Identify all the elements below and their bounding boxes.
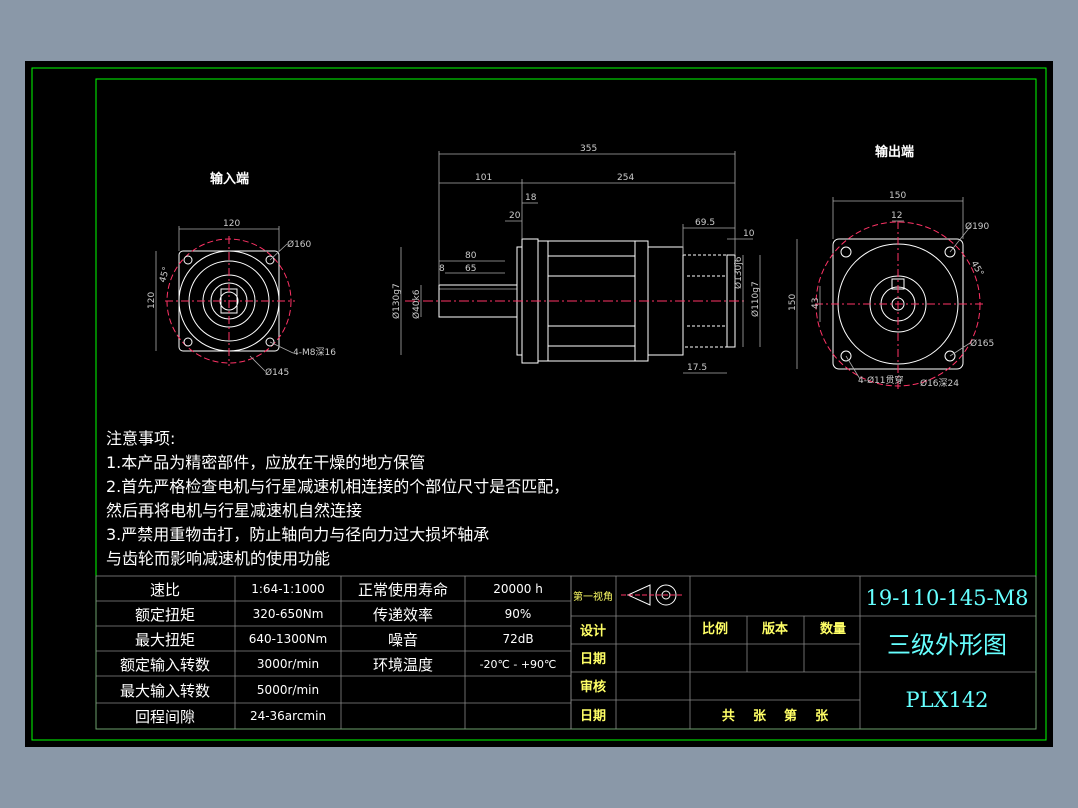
note-line-1: 1.本产品为精密部件，应放在干燥的地方保管 [106,453,425,472]
input-hole-bl [183,337,193,347]
input-dim-120v: 120 [147,292,157,309]
dim-20: 20 [509,211,521,221]
output-dim-45: 45° [968,260,985,279]
notes-title: 注意事项: [106,429,175,448]
body-rib-top [547,255,636,277]
spec-table: 速比 1:64-1:1000 正常使用寿命 20000 h 额定扭矩 320-6… [95,575,572,730]
output-dim-16: Ø16深24 [920,378,959,389]
output-dim-165: Ø165 [970,338,994,349]
output-hole-br [944,350,956,362]
spec-value2-1: 20000 h [493,582,543,596]
body-rib-bottom [547,325,636,347]
dim-10: 10 [743,229,755,239]
side-view: 355 101 254 18 20 69.5 10 80 65 8 17.5 Ø… [391,144,761,374]
dim-8: 8 [439,264,445,274]
version-label: 版本 [762,621,788,637]
date2-label: 日期 [580,709,606,724]
projection-label: 第一视角 [573,590,613,603]
input-leader-holes [269,341,294,354]
input-hole-tr [265,255,275,265]
input-dim-160: Ø160 [287,239,312,250]
dim-355: 355 [580,144,597,154]
output-end-view: 输出端 150 12 Ø190 45° 150 43 Ø165 4-Ø11贯穿 … [788,144,994,391]
spec-value-1: 1:64-1:1000 [251,582,325,596]
spec-label2-4: 环境温度 [373,656,433,674]
output-dim-150v: 150 [788,294,798,311]
dim-254: 254 [617,173,634,183]
drawing-number: 19-110-145-M8 [865,586,1028,610]
drawing-svg: 输入端 120 120 45° Ø160 4-M8深16 Ø145 [31,67,1047,741]
input-leader-160 [269,243,288,261]
spec-value2-3: 72dB [502,632,533,646]
dim-18: 18 [525,193,537,203]
note-line-5: 与齿轮而影响减速机的使用功能 [106,549,330,568]
dim-65: 65 [465,264,476,274]
dim-130g7: Ø130g7 [391,283,402,319]
drawing-canvas: 输入端 120 120 45° Ø160 4-M8深16 Ø145 [25,61,1053,747]
input-dim-45: 45° [158,266,172,284]
output-hole-tl [840,246,852,258]
spec-label-4: 额定输入转数 [120,656,210,674]
outer-frame [31,67,1047,741]
spec-value-4: 3000r/min [257,657,319,671]
spec-value-5: 5000r/min [257,683,319,697]
spec-value2-2: 90% [505,607,532,621]
output-dim-43: 43 [811,298,821,309]
title-block: 第一视角 设计 日期 审核 日期 比例 版本 数量 共 张 第 张 19-110… [570,575,1037,730]
dim-101: 101 [475,173,492,183]
spec-label2-2: 传递效率 [373,606,433,624]
output-view-title: 输出端 [875,144,914,160]
output-leader-190 [949,226,971,253]
input-hole-br [265,337,275,347]
output-dim-150: 150 [889,191,906,201]
spec-value-6: 24-36arcmin [250,709,326,723]
quantity-label: 数量 [820,621,846,637]
spec-label-3: 最大扭矩 [135,631,195,649]
dim-130j6: Ø130j6 [733,256,744,289]
spec-value-2: 320-650Nm [253,607,324,621]
spec-value2-4: -20℃ - +90℃ [480,658,557,671]
dim-80: 80 [465,251,477,261]
output-leader-holes [845,355,861,380]
output-leader-165 [949,342,971,357]
input-dim-145: Ø145 [265,367,289,378]
dim-17-5: 17.5 [687,363,707,373]
dim-69-5: 69.5 [695,218,715,228]
scale-label: 比例 [702,621,728,637]
spec-label-6: 回程间隙 [135,708,195,726]
note-line-4: 3.严禁用重物击打，防止轴向力与径向力过大损坏轴承 [106,525,489,544]
input-dim-120: 120 [223,219,240,229]
output-dim-holes: 4-Ø11贯穿 [858,374,904,386]
input-view-title: 输入端 [210,171,249,187]
model-number: PLX142 [905,688,988,712]
notes-block: 注意事项: 1.本产品为精密部件，应放在干燥的地方保管 2.首先严格检查电机与行… [106,429,569,568]
dim-110g7: Ø110g7 [750,281,761,317]
input-end-view: 输入端 120 120 45° Ø160 4-M8深16 Ø145 [147,171,336,378]
dim-40k6: Ø40k6 [411,289,422,319]
output-dim-190: Ø190 [965,221,990,232]
note-line-2: 2.首先严格检查电机与行星减速机相连接的个部位尺寸是否匹配， [106,477,569,496]
drawing-name: 三级外形图 [887,631,1007,659]
title-block-border [570,575,1037,730]
sheets-label: 共 张 第 张 [722,708,829,724]
spec-value-3: 640-1300Nm [249,632,327,646]
note-line-3: 然后再将电机与行星减速机自然连接 [106,501,362,520]
spec-label2-1: 正常使用寿命 [358,581,448,599]
spec-label2-3: 噪音 [388,631,418,649]
input-dim-holes: 4-M8深16 [293,347,336,358]
output-dim-12: 12 [891,211,902,221]
input-leader-145 [249,355,266,372]
spec-label-1: 速比 [150,581,180,599]
spec-label-2: 额定扭矩 [135,606,195,624]
input-hole-tl [183,255,193,265]
review-label: 审核 [580,679,606,695]
date1-label: 日期 [580,652,606,667]
output-hole-bl [840,350,852,362]
output-hole-tr [944,246,956,258]
spec-label-5: 最大输入转数 [120,682,210,700]
design-label: 设计 [580,623,606,639]
